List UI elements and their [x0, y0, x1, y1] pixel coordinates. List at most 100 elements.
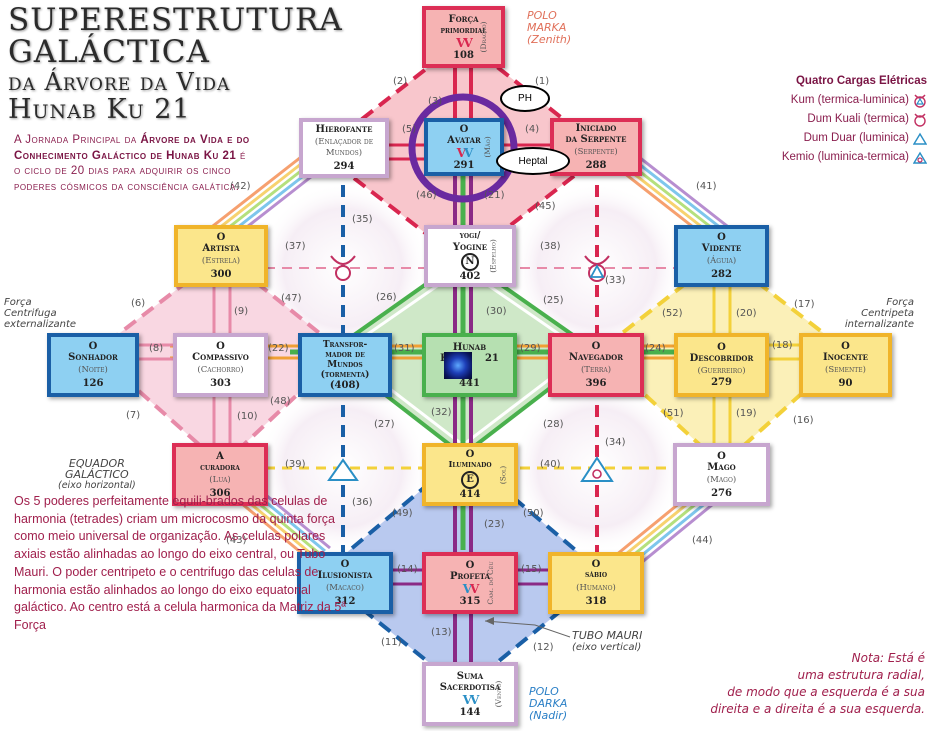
node-transformador-de-mundos[interactable]: Transfor- mador de Mundos (tormenta) (40… — [298, 333, 392, 397]
kum-icon — [914, 94, 926, 108]
node-number: 90 — [838, 378, 853, 389]
node-mago[interactable]: O Mago (Mago) 276 — [673, 443, 770, 506]
node-yogi-yogine[interactable]: yogi/ Yogine N 402 (Espelho) — [424, 225, 516, 287]
node-iluminado[interactable]: O Iluminado E 414 (Sol) — [422, 443, 518, 506]
path-label: (37) — [285, 241, 306, 252]
path-label: (39) — [285, 459, 306, 470]
node-number: 306 — [209, 487, 231, 499]
path-label: (23) — [484, 519, 505, 530]
legend-label: Kum (termica-luminica) — [790, 94, 909, 106]
node-iniciado-serpente[interactable]: Iniciado da Serpente (Serpente) 288 — [550, 118, 642, 176]
tubo-mauri-label: TUBO MAURI (eixo vertical) — [572, 630, 642, 654]
node-sub: (Terra) — [580, 365, 612, 375]
title-line-1: SUPERESTRUTURA — [8, 2, 343, 38]
title-line-2: GALÁCTICA — [8, 34, 210, 70]
intro-text: A Jornada Principal da Árvore da Vida e … — [14, 133, 254, 195]
path-label: (27) — [374, 419, 395, 430]
path-label: (52) — [662, 308, 683, 319]
path-label: (47) — [281, 293, 302, 304]
node-hierofante[interactable]: Hierofante (Enlaçador de Mundos) 294 — [299, 118, 389, 178]
node-sub: (Mago) — [706, 474, 737, 485]
path-label: (24) — [645, 343, 666, 354]
node-name: Iluminado — [448, 460, 492, 470]
node-artista[interactable]: O Artista (Estrela) 300 — [174, 225, 268, 287]
annotation-line: internalizante — [844, 319, 914, 330]
path-label: (51) — [663, 408, 684, 419]
node-inocente[interactable]: O Inocente (Semente) 90 — [799, 333, 892, 397]
annotation-line: (eixo horizontal) — [58, 480, 136, 491]
node-number: 144 — [459, 706, 481, 718]
node-navegador[interactable]: O Navegador (Terra) 396 — [548, 333, 644, 397]
node-sub: (Estrela) — [201, 256, 241, 266]
node-sub: (Guerreiro) — [697, 366, 746, 376]
node-forca-primordial[interactable]: Força primordial VV 108 (Dragão) — [422, 6, 505, 68]
path-label: (38) — [540, 241, 561, 252]
node-name: O — [717, 232, 726, 243]
path-label: (8) — [149, 343, 164, 354]
node-sub: (Serpente) — [574, 147, 618, 157]
node-name: O — [465, 559, 475, 571]
node-descobridor[interactable]: O Descobridor (Guerreiro) 279 — [674, 333, 769, 397]
intro-part1: A Jornada Principal da — [14, 134, 141, 146]
node-name: O — [717, 342, 726, 353]
node-name: mador de — [325, 349, 365, 360]
node-number: 315 — [459, 595, 481, 607]
node-sabio[interactable]: O sábio (Humano) 318 — [548, 552, 644, 614]
node-number: 303 — [210, 378, 231, 389]
title-line-4: Hunab Ku 21 — [8, 94, 191, 125]
node-sub: (Lua) — [209, 474, 231, 485]
node-name: O — [591, 341, 601, 352]
node-sonhador[interactable]: O Sonhador (Noite) 126 — [47, 333, 139, 397]
node-sub: (Humano) — [576, 583, 616, 593]
n-circle-icon: N — [461, 252, 479, 271]
polo-marka-line: (Zenith) — [527, 33, 572, 46]
node-avatar[interactable]: O Avatar VV 291 (Mão) — [424, 118, 504, 176]
annotation-line: EQUADOR — [68, 457, 125, 470]
node-number: 279 — [711, 377, 732, 388]
annotation-line: Força — [4, 297, 32, 308]
node-sub: (Macaco) — [325, 583, 365, 593]
path-label: (32) — [431, 407, 452, 418]
path-label: (2) — [393, 76, 408, 87]
node-name: Hierofante — [315, 124, 373, 135]
title-line-3: da Árvore da Vida — [8, 68, 231, 96]
node-name: Yogine — [452, 241, 488, 253]
node-profeta[interactable]: O Profeta VV 315 Cam. do Céu — [422, 552, 518, 614]
path-label: (20) — [736, 308, 757, 319]
node-sub: (Águia) — [706, 256, 737, 266]
node-compassivo[interactable]: O Compassivo (Cachorro) 303 — [173, 333, 268, 397]
path-label: (3) — [428, 96, 443, 107]
node-name: Vidente — [701, 243, 742, 254]
legend-heading: Quatro Cargas Elétricas — [795, 75, 927, 87]
node-ilusionista[interactable]: O Ilusionista (Macaco) 312 — [297, 552, 393, 614]
node-name: 21 — [484, 352, 499, 364]
bottom-description: Os 5 poderes perfeitamente equili-brados… — [14, 494, 346, 632]
ph-callout: PH — [500, 85, 550, 112]
path-label: (43) — [226, 535, 247, 546]
dum-kuali-symbol — [330, 255, 356, 281]
node-name: Ilusionista — [317, 570, 373, 581]
node-vidente[interactable]: O Vidente (Águia) 282 — [674, 225, 769, 287]
node-number: 312 — [334, 596, 356, 607]
node-name: O — [340, 559, 350, 570]
path-label: (11) — [381, 637, 402, 648]
path-label: (15) — [521, 564, 542, 575]
forca-centripeta-label: Força Centripeta internalizante — [845, 297, 914, 330]
node-name: O — [216, 232, 226, 243]
legend: Quatro Cargas Elétricas Kum (termica-lum… — [782, 72, 927, 167]
node-name: yogi/ — [459, 230, 481, 241]
path-label: (9) — [234, 306, 249, 317]
dum-duar-icon — [913, 132, 927, 145]
path-label: (16) — [793, 415, 814, 426]
node-name: A — [216, 450, 224, 462]
node-suma-sacerdotisa[interactable]: Suma Sacerdotisa VV 144 (Vento) — [422, 662, 518, 726]
intro-bold: Árvore da Vida e do Conhecimento Galácti… — [14, 134, 250, 162]
annotation-line: Força — [886, 297, 914, 308]
note-line: direita e a direita é a sua esquerda. — [710, 702, 925, 716]
node-curadora[interactable]: A curadora (Lua) 306 — [172, 443, 268, 506]
node-name: Hunab — [452, 341, 487, 353]
node-name: O — [717, 450, 726, 462]
polo-darka-line: POLO — [529, 685, 559, 698]
node-name: Compassivo — [192, 352, 249, 363]
node-number: 402 — [459, 270, 481, 282]
